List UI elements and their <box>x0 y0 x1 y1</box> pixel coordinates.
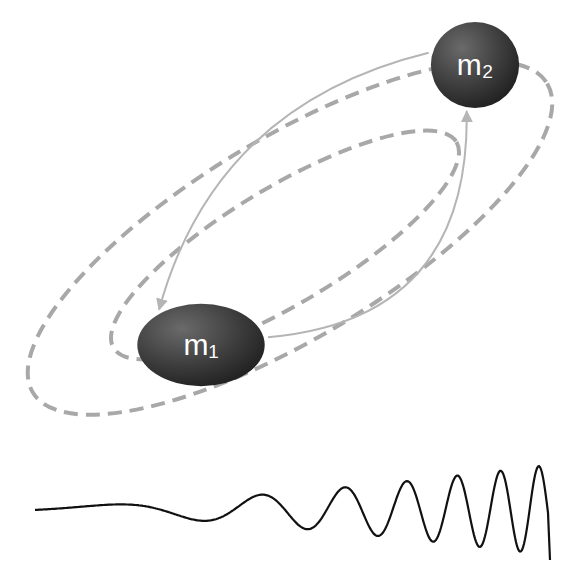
mass-two-ellipse: m₂ <box>430 21 520 109</box>
orbit-arrow <box>268 111 467 337</box>
inner-orbit <box>84 92 487 397</box>
orbit-arrow <box>159 53 429 310</box>
mass-label: m₂ <box>457 48 494 82</box>
mass-label: m₁ <box>183 328 218 362</box>
outer-orbit <box>0 0 577 478</box>
chirp-waveform <box>35 466 550 560</box>
mass-one-ellipse: m₁ <box>136 303 266 387</box>
